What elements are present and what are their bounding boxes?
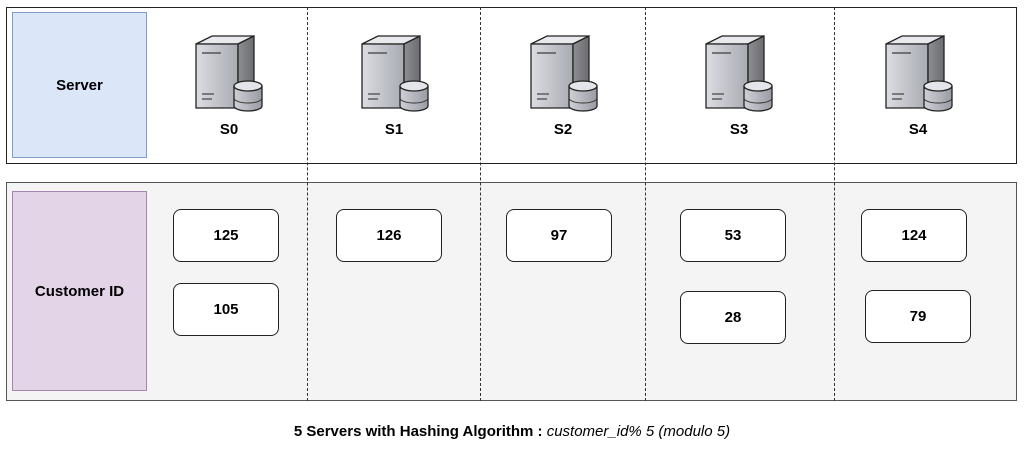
customer-row-label: Customer ID [12, 191, 147, 391]
server-database-icon [878, 32, 964, 118]
customer-id-box: 125 [173, 209, 279, 262]
customer-id-box: 124 [861, 209, 967, 262]
caption-bold: 5 Servers with Hashing Algorithm : [293, 423, 543, 440]
diagram-caption: 5 Servers with Hashing Algorithm : custo… [0, 423, 1024, 440]
column-divider [645, 7, 646, 401]
column-divider [480, 7, 481, 401]
customer-id-box: 105 [173, 283, 279, 336]
server-database-icon [698, 32, 784, 118]
server-row-label: Server [12, 12, 147, 158]
customer-id-box: 28 [680, 291, 786, 344]
column-divider [307, 7, 308, 401]
server-database-icon [354, 32, 440, 118]
server-name-s2: S2 [553, 121, 573, 138]
customer-id-box: 97 [506, 209, 612, 262]
customer-id-box: 53 [680, 209, 786, 262]
column-divider [834, 7, 835, 401]
server-database-icon [523, 32, 609, 118]
customer-id-box: 79 [865, 290, 971, 343]
server-database-icon [188, 32, 274, 118]
server-name-s3: S3 [729, 121, 749, 138]
server-name-s1: S1 [384, 121, 404, 138]
caption-italic: customer_id% 5 (modulo 5) [546, 423, 731, 440]
server-name-s0: S0 [219, 121, 239, 138]
customer-id-box: 126 [336, 209, 442, 262]
server-row-panel [6, 7, 1017, 164]
server-name-s4: S4 [908, 121, 928, 138]
